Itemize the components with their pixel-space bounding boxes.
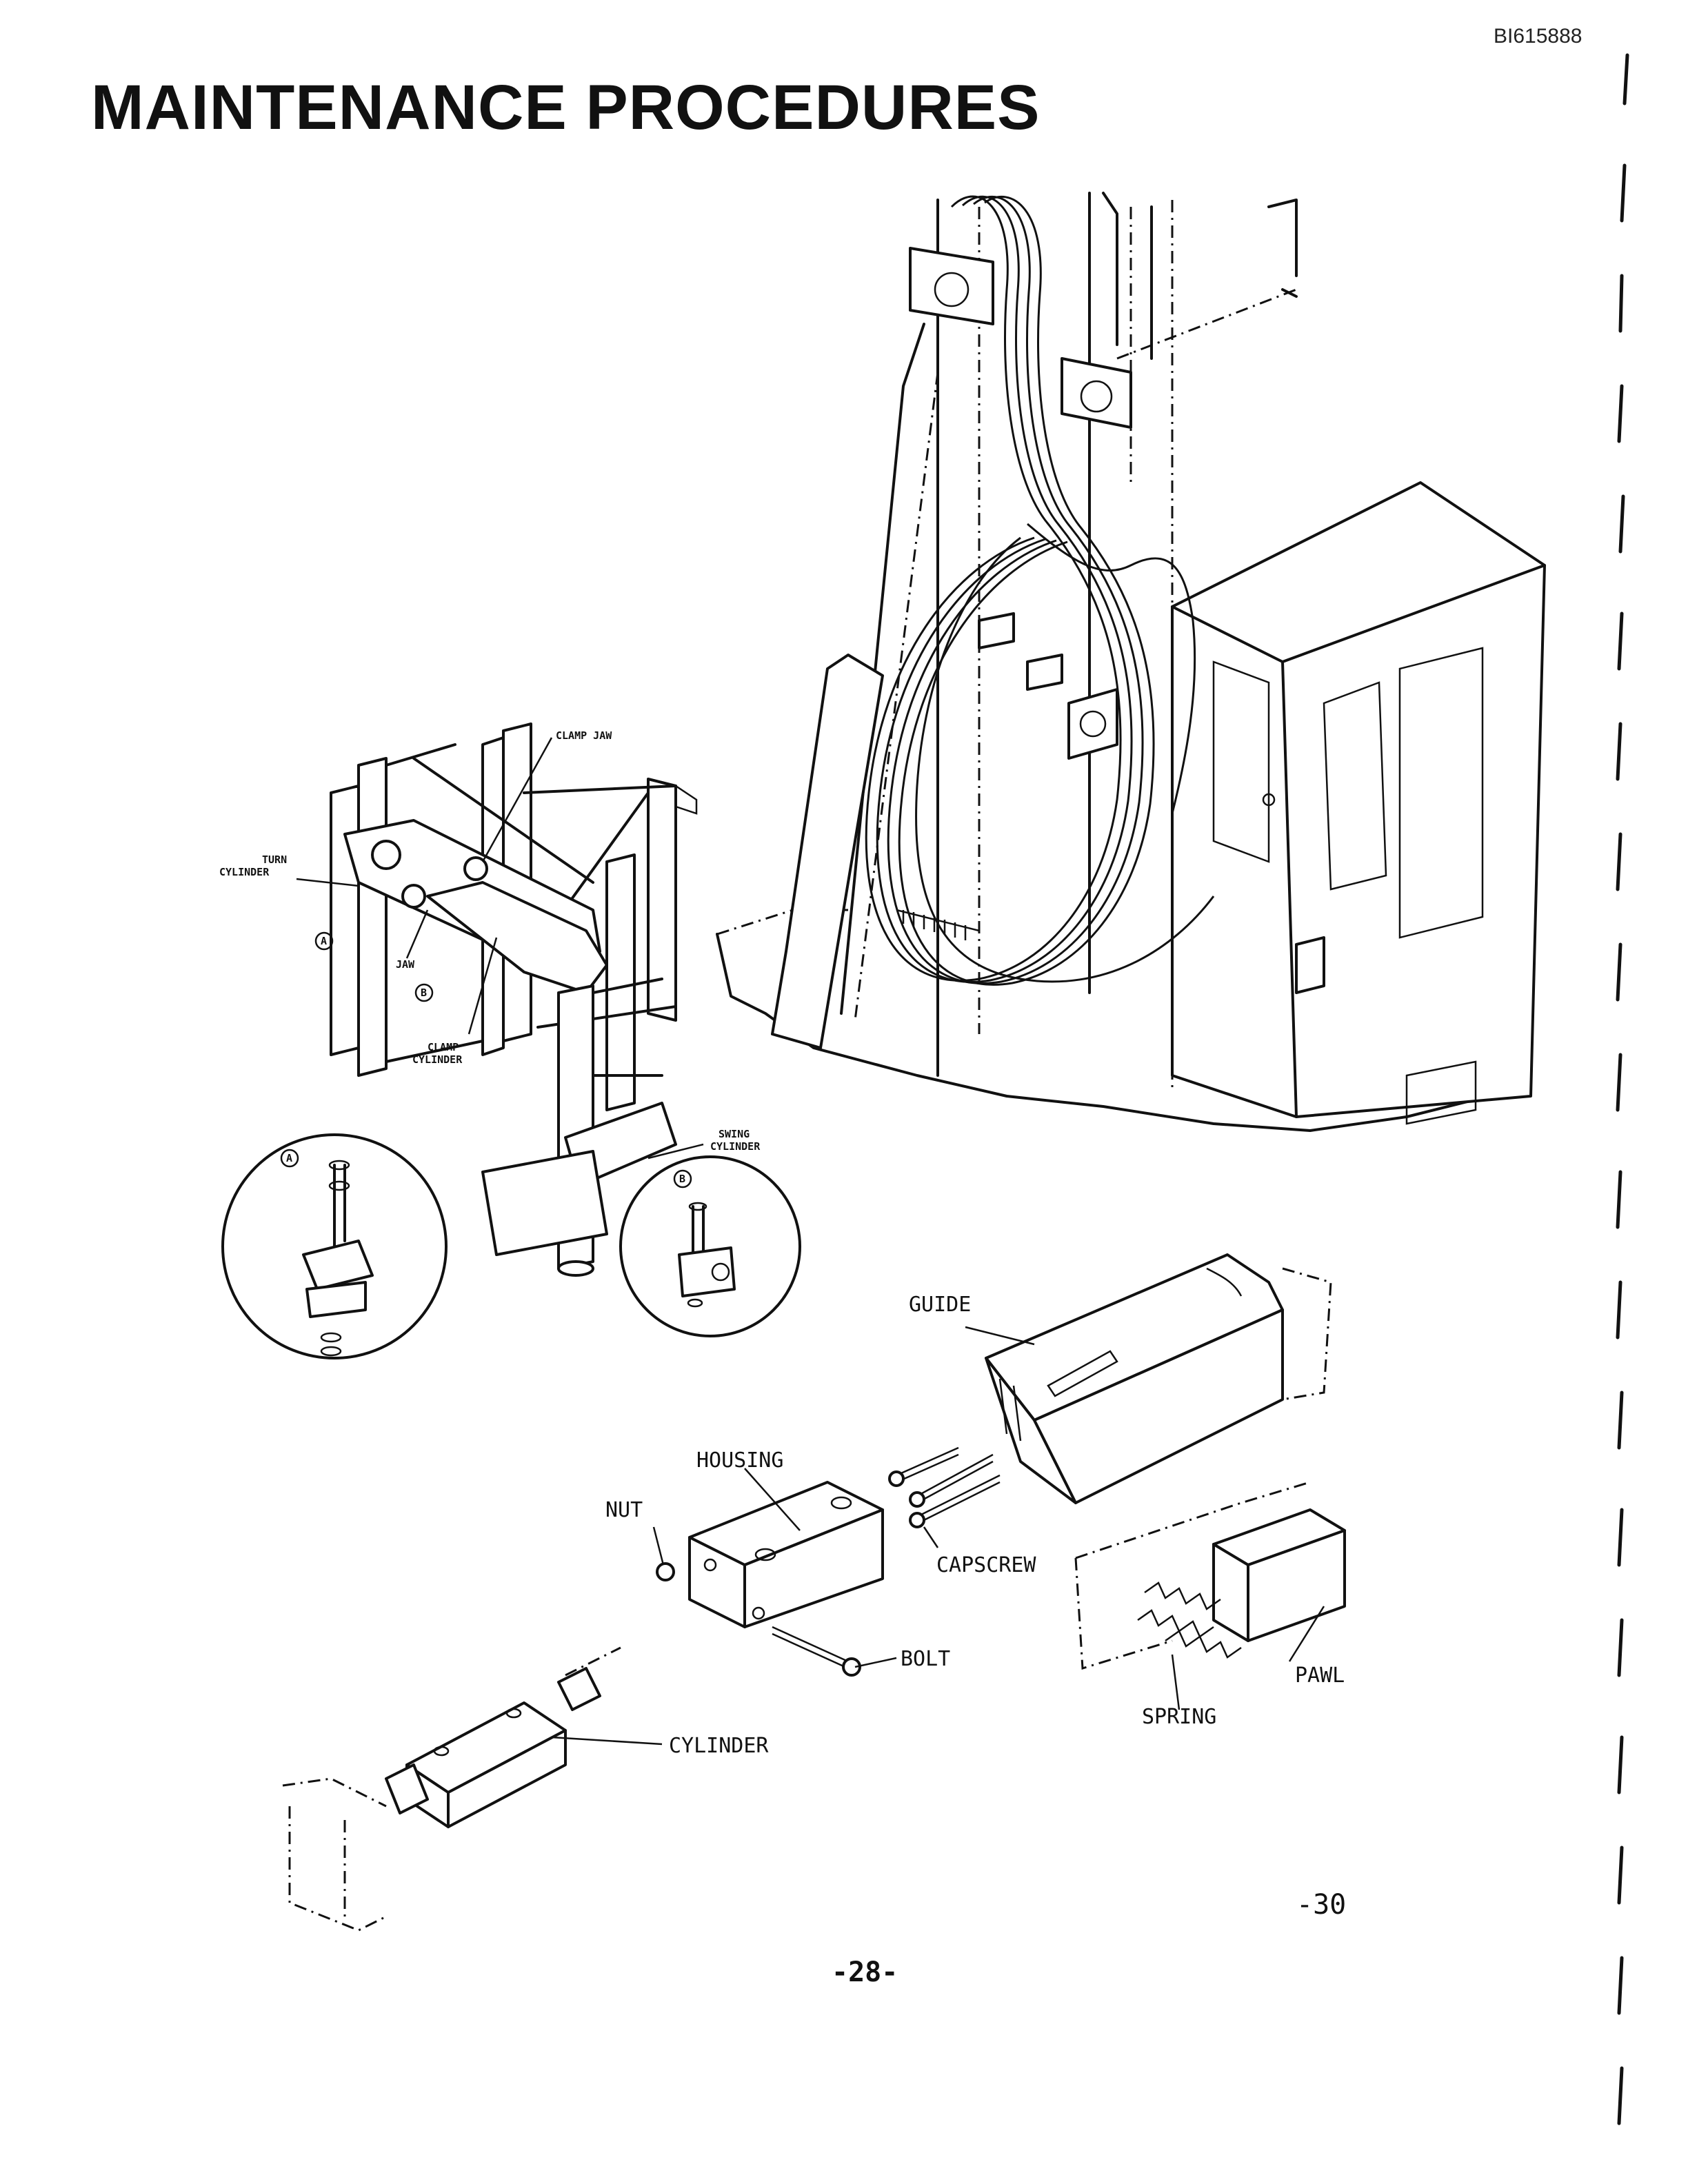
detail-marker-b: B	[679, 1173, 685, 1185]
page-number: -28-	[832, 1957, 898, 1988]
callout-swing-cylinder-2: CYLINDER	[710, 1140, 761, 1153]
callout-clamp-cylinder-1: CLAMP	[428, 1041, 459, 1053]
detail-circle-a	[221, 1133, 448, 1359]
page-title: MAINTENANCE PROCEDURES	[91, 72, 1041, 143]
part-label-capscrew: CAPSCREW	[936, 1553, 1036, 1577]
marker-a: A	[321, 935, 327, 947]
binding-marks	[1616, 53, 1629, 2125]
callout-turn-cylinder-1: TURN	[262, 853, 287, 866]
jaw-assembly-drawing	[296, 722, 704, 1277]
marker-b: B	[421, 987, 427, 999]
part-label-spring: SPRING	[1142, 1705, 1216, 1729]
callout-clamp-jaw: CLAMP JAW	[556, 729, 612, 742]
exploded-parts-drawing	[282, 1253, 1346, 1932]
part-label-bolt: BOLT	[901, 1647, 950, 1671]
document-id: BI615888	[1494, 25, 1582, 48]
part-label-nut: NUT	[605, 1498, 643, 1522]
detail-circle-b	[619, 1155, 801, 1337]
callout-turn-cylinder-2: CYLINDER	[219, 866, 270, 878]
part-label-cylinder: CYLINDER	[669, 1734, 769, 1758]
part-label-pawl: PAWL	[1295, 1664, 1345, 1688]
part-label-housing: HOUSING	[696, 1448, 783, 1473]
callout-clamp-cylinder-2: CYLINDER	[412, 1053, 463, 1066]
figure-reference: -30	[1296, 1889, 1347, 1921]
part-label-guide: GUIDE	[909, 1293, 971, 1317]
machine-mast-drawing	[716, 192, 1546, 1132]
callout-swing-cylinder-1: SWING	[719, 1128, 750, 1140]
detail-marker-a: A	[286, 1152, 292, 1164]
callout-jaw: JAW	[396, 958, 415, 971]
